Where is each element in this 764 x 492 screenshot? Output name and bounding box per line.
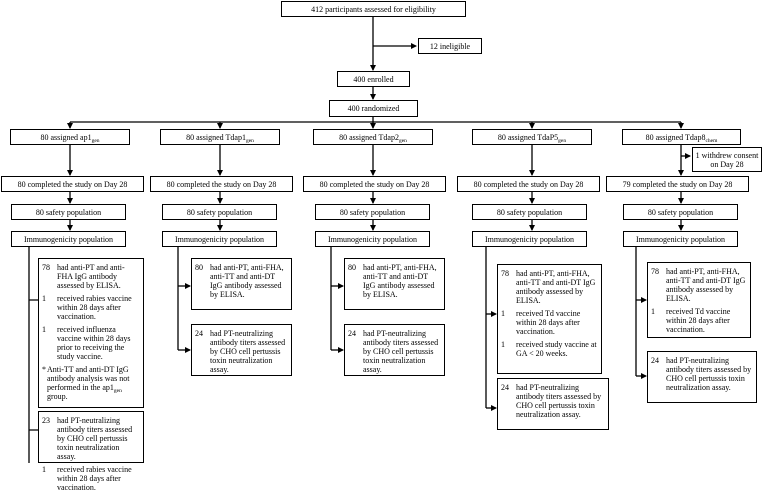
arm-1-safety-box: 80 safety population: [11, 204, 126, 220]
arm-2-safety-text: 80 safety population: [186, 207, 253, 217]
arm-4-immuno-box: Immunogenicity population: [472, 231, 587, 247]
eligibility-text: 412 participants assessed for eligibilit…: [311, 4, 436, 14]
arm-3-assigned-label: 80 assigned Tdap2gen: [339, 132, 407, 144]
arm-2-assigned-label: 80 assigned Tdap1gen: [186, 132, 254, 144]
arm-4-safety-box: 80 safety population: [472, 204, 587, 220]
randomized-text: 400 randomized: [347, 104, 400, 113]
arm-1-immuno-text: Immunogenicity population: [23, 234, 114, 244]
arm-4-assigned-box: 80 assigned TdaP5gen: [472, 129, 592, 145]
arm-5-immuno-text: Immunogenicity population: [635, 234, 726, 244]
arm-5-immuno-box: Immunogenicity population: [623, 231, 738, 247]
arm-4-completed-box: 80 completed the study on Day 28: [457, 176, 600, 192]
arm-3-safety-text: 80 safety population: [339, 207, 406, 217]
arm-5-withdrew-text: 1 withdrew consent on Day 28: [695, 150, 759, 169]
arm-1-completed-box: 80 completed the study on Day 28: [1, 176, 144, 192]
eligibility-box: 412 participants assessed for eligibilit…: [281, 1, 466, 17]
arm-5-completed-text: 79 completed the study on Day 28: [622, 179, 733, 189]
arm-3-immuno-box: Immunogenicity population: [315, 231, 430, 247]
arm-5-safety-box: 80 safety population: [623, 204, 738, 220]
randomized-box: 400 randomized: [329, 100, 418, 117]
arm-2-assigned-box: 80 assigned Tdap1gen: [160, 129, 280, 145]
arm-2-safety-box: 80 safety population: [162, 204, 277, 220]
arm-4-completed-text: 80 completed the study on Day 28: [473, 179, 584, 189]
arm-2-immuno-box: Immunogenicity population: [162, 231, 277, 247]
arm-2-immuno-text: Immunogenicity population: [174, 234, 265, 244]
ineligible-box: 12 ineligible: [418, 38, 482, 54]
arm-1-assigned-label: 80 assigned ap1gen: [40, 132, 100, 144]
arm-3-assigned-box: 80 assigned Tdap2gen: [313, 129, 433, 145]
arm-3-completed-box: 80 completed the study on Day 28: [303, 176, 446, 192]
arm-1-assigned-box: 80 assigned ap1gen: [10, 129, 130, 145]
arm-5-completed-box: 79 completed the study on Day 28: [606, 176, 749, 192]
arm-4-assigned-label: 80 assigned TdaP5gen: [497, 132, 567, 144]
arm-4-safety-text: 80 safety population: [496, 207, 563, 217]
arm-4-immuno-text: Immunogenicity population: [484, 234, 575, 244]
arm-5-assigned-label: 80 assigned Tdap8chem: [645, 132, 718, 144]
arm-3-safety-box: 80 safety population: [315, 204, 430, 220]
enrolled-text: 400 enrolled: [353, 74, 394, 84]
arm-1-immuno-box: Immunogenicity population: [11, 231, 126, 247]
enrolled-box: 400 enrolled: [337, 71, 410, 87]
arm-2-completed-text: 80 completed the study on Day 28: [166, 179, 277, 189]
arm-1-footnote: *Anti-TT and anti-DT IgG antibody analys…: [42, 365, 130, 401]
arm-2-completed-box: 80 completed the study on Day 28: [150, 176, 293, 192]
arm-3-completed-text: 80 completed the study on Day 28: [319, 179, 430, 189]
ineligible-text: 12 ineligible: [429, 41, 471, 51]
arm-1-completed-text: 80 completed the study on Day 28: [17, 179, 128, 189]
arm-1-safety-text: 80 safety population: [35, 207, 102, 217]
arm-3-immuno-text: Immunogenicity population: [327, 234, 418, 244]
arm-5-assigned-box: 80 assigned Tdap8chem: [622, 129, 741, 145]
arm-5-safety-text: 80 safety population: [647, 207, 714, 217]
arm-5-withdrew-box: 1 withdrew consent on Day 28: [692, 147, 762, 172]
